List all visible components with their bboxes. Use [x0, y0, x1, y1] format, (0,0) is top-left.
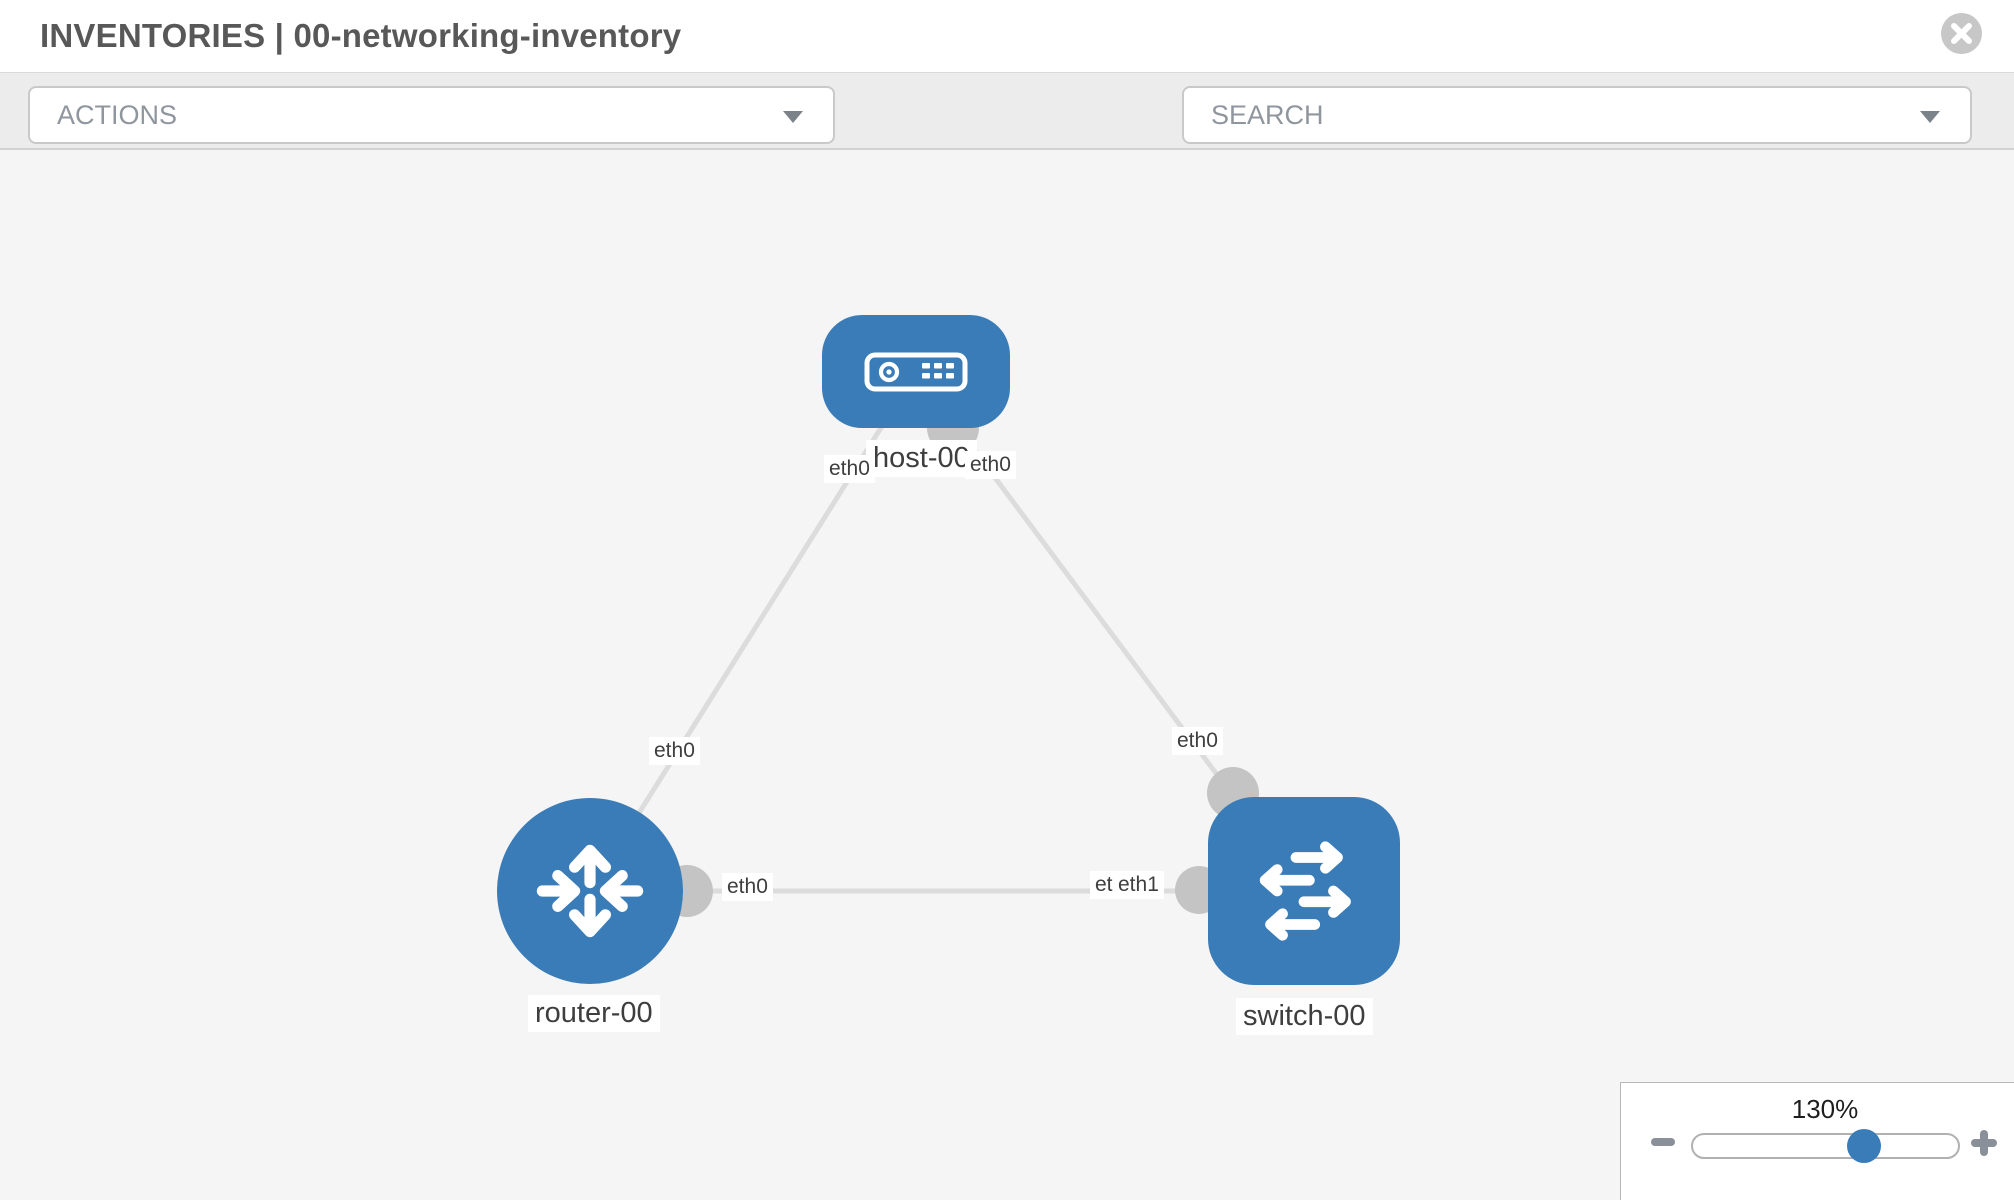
search-dropdown[interactable] — [1182, 86, 1972, 144]
page-title: INVENTORIES | 00-networking-inventory — [40, 17, 682, 54]
node-switch[interactable] — [1208, 797, 1400, 985]
close-icon — [1951, 23, 1972, 44]
zoom-out-button[interactable] — [1651, 1138, 1675, 1146]
zoom-slider-thumb[interactable] — [1847, 1129, 1881, 1163]
switch-icon — [1259, 841, 1351, 941]
zoom-panel: 130% — [1620, 1082, 2014, 1200]
actions-placeholder: ACTIONS — [57, 100, 178, 130]
interface-label: eth0 — [965, 451, 1016, 479]
node-label-switch: switch-00 — [1236, 998, 1373, 1035]
node-router[interactable] — [497, 798, 683, 984]
actions-dropdown[interactable]: ACTIONS — [28, 86, 835, 144]
interface-label: eth0 — [649, 737, 700, 765]
chevron-down-icon — [783, 111, 803, 123]
node-label-router: router-00 — [528, 995, 660, 1032]
zoom-level-label: 130% — [1791, 1094, 1859, 1124]
router-icon — [536, 844, 644, 938]
toolbar: ACTIONS — [0, 72, 2014, 206]
zoom-in-button[interactable] — [1971, 1130, 1997, 1156]
modal-header: INVENTORIES | 00-networking-inventory — [0, 0, 2014, 72]
interface-label: eth0 — [722, 873, 773, 901]
interface-label: eth1 — [1113, 871, 1164, 899]
close-button[interactable] — [1941, 13, 1982, 54]
node-label-host: host-00 — [866, 440, 977, 477]
interface-label: eth0 — [1172, 727, 1223, 755]
topology-canvas[interactable]: host-00 router-00 switch-00 eth0 eth0 et… — [0, 150, 2014, 1200]
topology-edges — [587, 370, 1307, 917]
node-host[interactable] — [822, 315, 1010, 428]
plus-icon — [1980, 1130, 1988, 1156]
zoom-slider-track[interactable] — [1691, 1133, 1960, 1159]
search-input[interactable] — [1211, 88, 1851, 142]
interface-label: eth0 — [824, 455, 875, 483]
chevron-down-icon — [1920, 111, 1940, 123]
host-icon — [864, 352, 968, 391]
